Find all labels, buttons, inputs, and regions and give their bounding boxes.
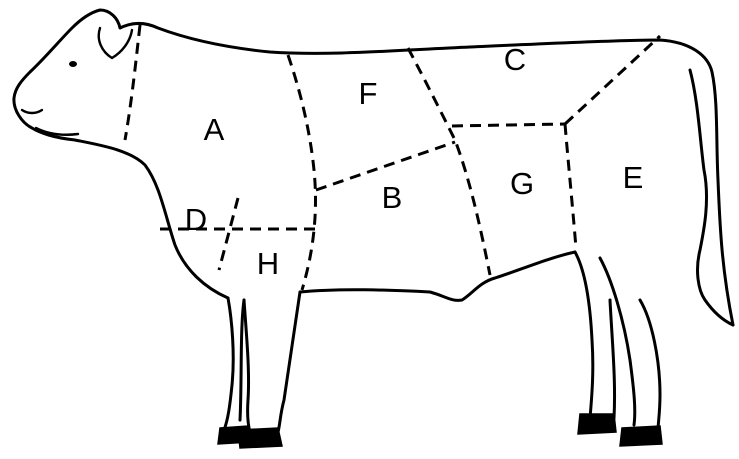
hind-leg-left xyxy=(575,252,593,418)
mouth-outline xyxy=(22,110,42,113)
label-g: G xyxy=(510,166,534,201)
cut-line-rib-loin xyxy=(408,48,490,275)
hoof-hind-right xyxy=(620,426,662,446)
label-d: D xyxy=(185,202,207,237)
label-b: B xyxy=(382,180,403,215)
hind-leg-right xyxy=(600,258,660,430)
cut-line-shoulder xyxy=(288,55,316,290)
label-h: H xyxy=(257,246,279,281)
label-f: F xyxy=(359,76,378,111)
ear-outline xyxy=(99,28,132,58)
hoof-front-right xyxy=(238,428,282,448)
cut-line-g-e xyxy=(565,124,576,248)
label-e: E xyxy=(623,160,644,195)
hoof-hind-left xyxy=(578,414,616,434)
eye xyxy=(69,61,77,67)
front-leg-left xyxy=(224,298,250,432)
label-c: C xyxy=(504,42,526,77)
label-a: A xyxy=(204,112,225,147)
cut-lines xyxy=(125,25,660,290)
belly-outline xyxy=(300,252,575,300)
cut-line-c-g xyxy=(452,124,565,126)
cut-line-c-e xyxy=(565,36,660,124)
cut-line-brisket xyxy=(219,198,238,270)
region-labels: A F C B G E D H xyxy=(185,42,644,281)
